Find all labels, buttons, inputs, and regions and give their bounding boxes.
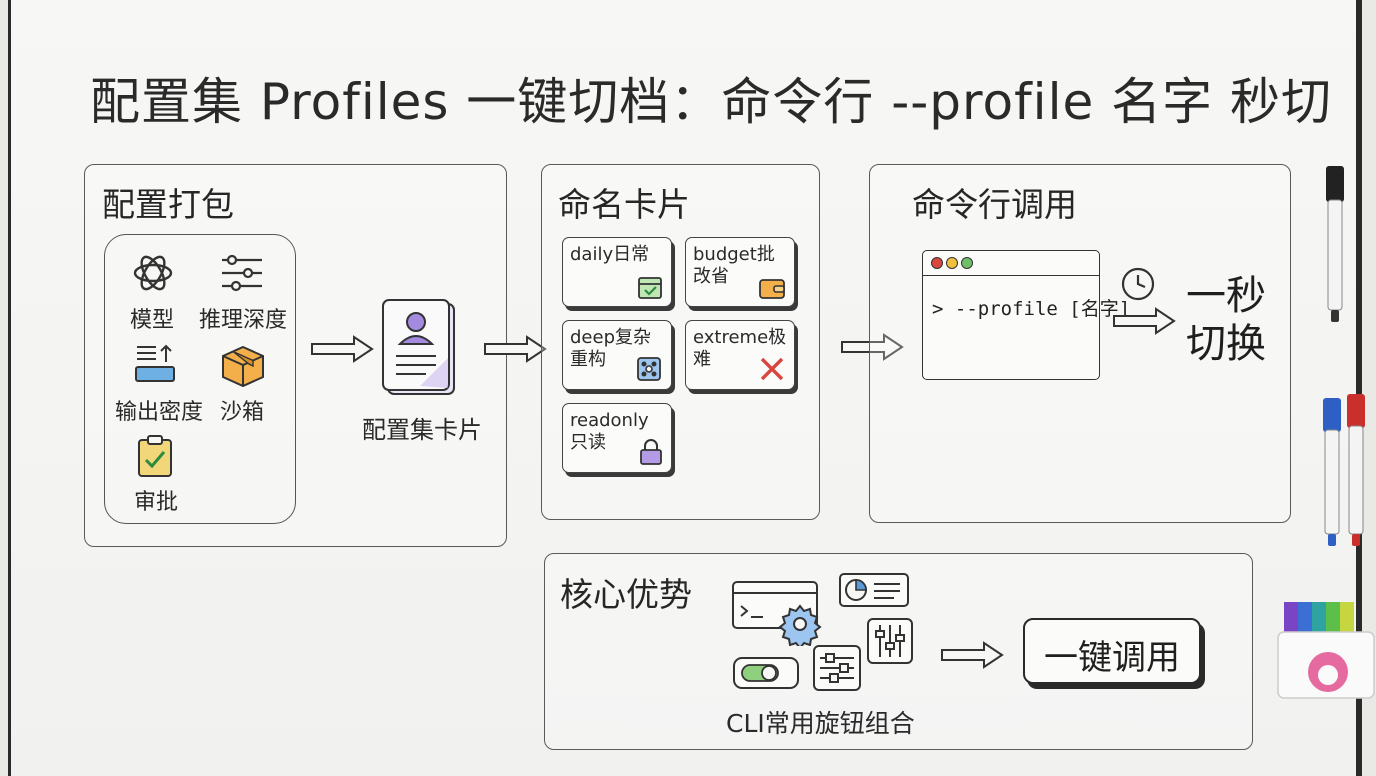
- pie-chart-card-icon: [839, 573, 909, 607]
- cross-mark-icon: [760, 357, 784, 381]
- toggle-switch-icon: [733, 657, 799, 689]
- profile-card-label: 配置集卡片: [362, 416, 482, 444]
- advantage-caption: CLI常用旋钮组合: [726, 709, 915, 738]
- switch-result-line1: 一秒: [1186, 273, 1266, 319]
- card-label: deep复杂重构: [570, 327, 651, 370]
- profile-card-daily[interactable]: daily日常: [562, 237, 672, 307]
- close-dot-icon: [931, 257, 943, 269]
- lock-icon: [640, 439, 662, 465]
- terminal-window: [922, 250, 1100, 380]
- approval-clipboard-icon: [138, 435, 172, 477]
- item-sandbox-label: 沙箱: [220, 400, 265, 425]
- horizontal-sliders-icon: [813, 645, 861, 691]
- maximize-dot-icon: [961, 257, 973, 269]
- panel-pack-title: 配置打包: [102, 185, 234, 224]
- arrow-pack-to-card: [311, 335, 374, 363]
- gear-icon: [778, 604, 822, 646]
- one-click-invoke-label: 一键调用: [1044, 638, 1180, 678]
- switch-result-line2: 切换: [1186, 321, 1266, 367]
- sliders-icon: [222, 254, 262, 292]
- card-label: daily日常: [570, 244, 650, 265]
- card-label: readonly只读: [570, 410, 649, 453]
- settings-group-box: [104, 234, 296, 524]
- eraser-holder-icon: [1277, 602, 1375, 699]
- profile-card-deep[interactable]: deep复杂重构: [562, 320, 672, 390]
- item-output-density-label: 输出密度: [115, 400, 204, 425]
- page-title: 配置集 Profiles 一键切档：命令行 --profile 名字 秒切: [90, 73, 1333, 131]
- black-marker-icon: [1326, 166, 1344, 322]
- arrow-to-cli: [841, 333, 904, 361]
- calendar-check-icon: [638, 277, 662, 299]
- output-density-icon: [135, 344, 175, 382]
- card-label: budget批改省: [693, 244, 775, 287]
- item-approval-label: 审批: [134, 490, 179, 515]
- clock-icon: [1121, 267, 1155, 301]
- profile-card-readonly[interactable]: readonly只读: [562, 403, 672, 473]
- red-marker-icon: [1347, 394, 1365, 546]
- profile-card-icon: [382, 299, 455, 395]
- panel-naming-title: 命名卡片: [558, 185, 690, 224]
- arrow-to-naming: [484, 335, 547, 363]
- profile-card-extreme[interactable]: extreme极难: [685, 320, 795, 390]
- minimize-dot-icon: [946, 257, 958, 269]
- item-reasoning-label: 推理深度: [199, 308, 288, 333]
- arrow-to-one-click: [941, 641, 1004, 669]
- vertical-sliders-icon: [867, 618, 913, 664]
- arrow-to-switch: [1113, 307, 1176, 335]
- blue-marker-icon: [1323, 398, 1341, 546]
- panel-cli-title: 命令行调用: [912, 185, 1077, 224]
- model-icon: [133, 255, 173, 291]
- panel-advantage-title: 核心优势: [560, 575, 692, 614]
- refactor-nodes-icon: [637, 357, 661, 381]
- one-click-invoke-button[interactable]: 一键调用: [1023, 618, 1201, 684]
- profile-card-budget[interactable]: budget批改省: [685, 237, 795, 307]
- wallet-icon: [759, 279, 785, 299]
- card-label: extreme极难: [693, 327, 787, 370]
- item-model-label: 模型: [130, 308, 175, 333]
- terminal-command: > --profile [名字]: [932, 298, 1131, 320]
- terminal-titlebar: [923, 251, 1099, 276]
- sandbox-box-icon: [222, 345, 264, 388]
